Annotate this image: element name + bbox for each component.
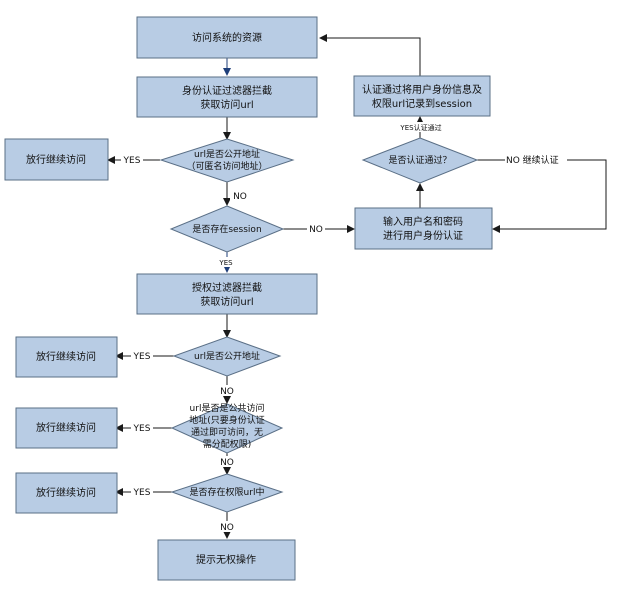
svg-text:放行继续访问: 放行继续访问: [36, 486, 96, 499]
svg-text:认证通过将用户身份信息及: 认证通过将用户身份信息及: [362, 83, 482, 96]
label-yes-1: YES: [123, 156, 141, 166]
node-decision-perm-url: 是否存在权限url中: [170, 473, 284, 513]
svg-text:获取访问url: 获取访问url: [200, 295, 253, 308]
node-decision-auth-ok: 是否认证通过？: [361, 137, 479, 184]
node-pass-3: 放行继续访问: [15, 407, 118, 449]
label-yes-3: YES: [133, 424, 151, 434]
node-decision-public: url是否公开地址 （可匿名访问地址）: [159, 138, 295, 183]
label-yes-2: YES: [133, 352, 151, 362]
svg-text:提示无权操作: 提示无权操作: [196, 553, 256, 566]
edge-labels: YES NO NO YES NO 继续认证 YES认证通过 YES NO YES…: [121, 122, 567, 533]
node-pass-2: 放行继续访问: [15, 336, 118, 378]
node-input-credentials: 输入用户名和密码 进行用户身份认证: [354, 207, 493, 250]
node-access-resource: 访问系统的资源: [136, 16, 318, 59]
node-decision-url-public: url是否公开地址: [172, 336, 282, 377]
svg-text:权限url记录到session: 权限url记录到session: [372, 97, 472, 110]
arrow-record-to-access: [319, 34, 421, 76]
svg-text:获取访问url: 获取访问url: [200, 98, 253, 111]
label-no-4: NO: [220, 523, 234, 533]
svg-text:身份认证过滤器拦截: 身份认证过滤器拦截: [182, 84, 272, 97]
node-decision-session: 是否存在session: [169, 205, 285, 253]
label-no-3: NO: [220, 458, 234, 468]
label-yes-session: YES: [218, 259, 233, 267]
label-no-1: NO: [233, 192, 247, 202]
svg-text:url是否公开地址: url是否公开地址: [194, 350, 260, 362]
svg-text:放行继续访问: 放行继续访问: [26, 153, 86, 166]
node-pass-4: 放行继续访问: [15, 472, 118, 514]
arrow-auth-no-loop: [477, 159, 607, 233]
svg-text:地址(只要身份认证: 地址(只要身份认证: [189, 414, 265, 426]
svg-text:url是否公开地址: url是否公开地址: [194, 148, 260, 160]
node-pass-1: 放行继续访问: [4, 138, 109, 181]
svg-text:授权过滤器拦截: 授权过滤器拦截: [192, 281, 262, 294]
label-yes-4: YES: [133, 488, 151, 498]
svg-text:进行用户身份认证: 进行用户身份认证: [383, 229, 463, 242]
svg-text:需分配权限): 需分配权限): [203, 438, 252, 450]
label-no-session: NO: [309, 225, 323, 235]
label-no-2: NO: [220, 387, 234, 397]
svg-text:是否存在权限url中: 是否存在权限url中: [190, 486, 265, 498]
node-auth-filter: 身份认证过滤器拦截 获取访问url: [136, 76, 318, 118]
svg-text:访问系统的资源: 访问系统的资源: [192, 31, 262, 44]
svg-text:放行继续访问: 放行继续访问: [36, 421, 96, 434]
label-yes-auth: YES认证通过: [399, 123, 441, 132]
svg-text:输入用户名和密码: 输入用户名和密码: [383, 215, 463, 228]
svg-text:是否认证通过？: 是否认证通过？: [388, 154, 451, 166]
node-record-session: 认证通过将用户身份信息及 权限url记录到session: [353, 75, 491, 117]
svg-text:（可匿名访问地址）: （可匿名访问地址）: [186, 160, 267, 172]
svg-text:是否存在session: 是否存在session: [192, 223, 261, 235]
svg-text:放行继续访问: 放行继续访问: [36, 350, 96, 363]
node-no-permission: 提示无权操作: [157, 539, 296, 581]
svg-text:url是否是公共访问: url是否是公共访问: [190, 402, 265, 414]
svg-text:通过即可访问，无: 通过即可访问，无: [191, 426, 263, 438]
node-perm-filter: 授权过滤器拦截 获取访问url: [136, 273, 318, 315]
label-no-continue: NO 继续认证: [506, 154, 559, 166]
node-decision-common: url是否是公共访问 地址(只要身份认证 通过即可访问，无 需分配权限): [170, 402, 284, 454]
